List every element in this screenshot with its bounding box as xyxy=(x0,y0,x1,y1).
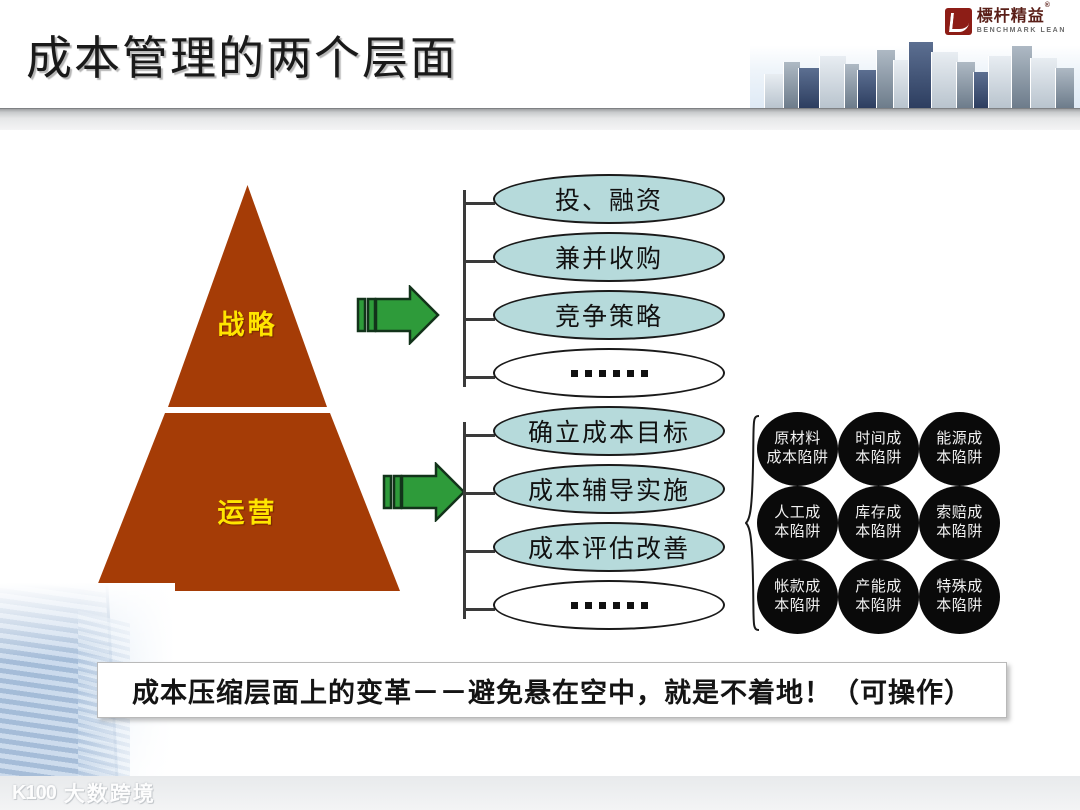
header-divider xyxy=(0,108,1080,130)
city-skyline-image xyxy=(750,0,1080,108)
cost-trap-circle[interactable]: 产能成本陷阱 xyxy=(838,560,919,634)
pyramid-top-label: 战略 xyxy=(217,310,278,340)
cost-trap-circle[interactable]: 时间成本陷阱 xyxy=(838,412,919,486)
cost-traps-group: 原材料成本陷阱 时间成本陷阱 能源成本陷阱 人工成本陷阱 库存成本陷阱 索赔成本… xyxy=(745,412,1000,634)
strategy-item-ellipse[interactable]: 兼并收购 xyxy=(493,232,725,282)
cost-trap-circle[interactable]: 特殊成本陷阱 xyxy=(919,560,1000,634)
cost-trap-line1: 产能成 xyxy=(855,579,902,596)
operation-arrow-icon xyxy=(374,462,466,522)
operation-item-label: 成本辅导实施 xyxy=(527,478,690,505)
strategy-branch-twig xyxy=(463,318,495,321)
ellipsis-dots-icon xyxy=(570,369,648,377)
cost-trap-circle[interactable]: 能源成本陷阱 xyxy=(919,412,1000,486)
summary-banner-text: 成本压缩层面上的变革－－避免悬在空中，就是不着地！（可操作） xyxy=(132,677,972,708)
cost-trap-line1: 特殊成 xyxy=(936,579,983,596)
logo-name-cn: 標杆精益® xyxy=(976,1,1051,25)
strategy-branch-twig xyxy=(463,260,495,263)
operation-branch-group: 确立成本目标 成本辅导实施 成本评估改善 xyxy=(463,406,725,630)
pyramid-bottom-segment: 运营 xyxy=(95,413,400,591)
cost-trap-line1: 帐款成 xyxy=(774,579,821,596)
watermark-text: 大数跨境 xyxy=(63,783,156,806)
operation-branch-twig xyxy=(463,434,495,437)
slide-header: 標杆精益® BENCHMARK LEAN 成本管理的两个层面 xyxy=(0,0,1080,108)
cost-trap-line2: 本陷阱 xyxy=(936,598,983,614)
strategy-branch-twig xyxy=(463,376,495,379)
pyramid-bottom-label: 运营 xyxy=(217,498,278,528)
operation-item-ellipse[interactable]: 成本评估改善 xyxy=(493,522,725,572)
summary-banner: 成本压缩层面上的变革－－避免悬在空中，就是不着地！（可操作） xyxy=(97,662,1007,718)
pyramid-diagram: 战略 运营 xyxy=(95,185,400,591)
cost-trap-line1: 索赔成 xyxy=(936,505,983,522)
strategy-item-label: 兼并收购 xyxy=(554,246,663,273)
operation-branch-twig xyxy=(463,608,495,611)
cost-trap-line2: 成本陷阱 xyxy=(766,450,829,466)
cost-trap-line1: 人工成 xyxy=(774,505,821,522)
logo-mark-icon xyxy=(944,8,972,35)
page-title: 成本管理的两个层面 xyxy=(26,33,458,84)
strategy-item-label: 投、融资 xyxy=(554,188,663,215)
pyramid-top-segment: 战略 xyxy=(95,185,400,407)
operation-item-ellipse[interactable]: 确立成本目标 xyxy=(493,406,725,456)
cost-trap-circle[interactable]: 帐款成本陷阱 xyxy=(757,560,838,634)
cost-trap-line2: 本陷阱 xyxy=(855,598,902,614)
strategy-arrow-icon xyxy=(348,285,440,345)
operation-branch-twig xyxy=(463,492,495,495)
cost-trap-line2: 本陷阱 xyxy=(936,450,983,466)
cost-trap-circle[interactable]: 索赔成本陷阱 xyxy=(919,486,1000,560)
watermark-logo-icon: K100 xyxy=(12,781,57,804)
strategy-branch-group: 投、融资 兼并收购 竞争策略 xyxy=(463,174,725,398)
company-logo: 標杆精益® BENCHMARK LEAN xyxy=(944,1,1066,35)
logo-name-en: BENCHMARK LEAN xyxy=(976,27,1066,34)
watermark-bar: K100 大数跨境 xyxy=(0,776,1080,810)
strategy-item-ellipse-more[interactable] xyxy=(493,348,725,398)
operation-item-label: 成本评估改善 xyxy=(527,536,690,563)
strategy-item-ellipse[interactable]: 投、融资 xyxy=(493,174,725,224)
cost-trap-line2: 本陷阱 xyxy=(936,524,983,540)
cost-trap-line1: 能源成 xyxy=(936,431,983,448)
operation-branch-spine xyxy=(463,422,466,619)
cost-trap-line1: 时间成 xyxy=(855,431,902,448)
operation-item-ellipse-more[interactable] xyxy=(493,580,725,630)
left-curly-brace-icon xyxy=(745,415,760,631)
operation-item-label: 确立成本目标 xyxy=(527,420,690,447)
strategy-branch-spine xyxy=(463,190,466,387)
strategy-item-ellipse[interactable]: 竞争策略 xyxy=(493,290,725,340)
cost-trap-line2: 本陷阱 xyxy=(774,598,821,614)
cost-trap-circle[interactable]: 人工成本陷阱 xyxy=(757,486,838,560)
cost-trap-circle[interactable]: 原材料成本陷阱 xyxy=(757,412,838,486)
cost-trap-circle[interactable]: 库存成本陷阱 xyxy=(838,486,919,560)
cost-trap-line2: 本陷阱 xyxy=(855,450,902,466)
cost-trap-line1: 库存成 xyxy=(855,505,902,522)
cost-trap-line2: 本陷阱 xyxy=(855,524,902,540)
cost-trap-line2: 本陷阱 xyxy=(774,524,821,540)
operation-branch-twig xyxy=(463,550,495,553)
strategy-branch-twig xyxy=(463,202,495,205)
strategy-item-label: 竞争策略 xyxy=(554,304,663,331)
ellipsis-dots-icon xyxy=(570,601,648,609)
cost-trap-line1: 原材料 xyxy=(774,431,821,448)
operation-item-ellipse[interactable]: 成本辅导实施 xyxy=(493,464,725,514)
